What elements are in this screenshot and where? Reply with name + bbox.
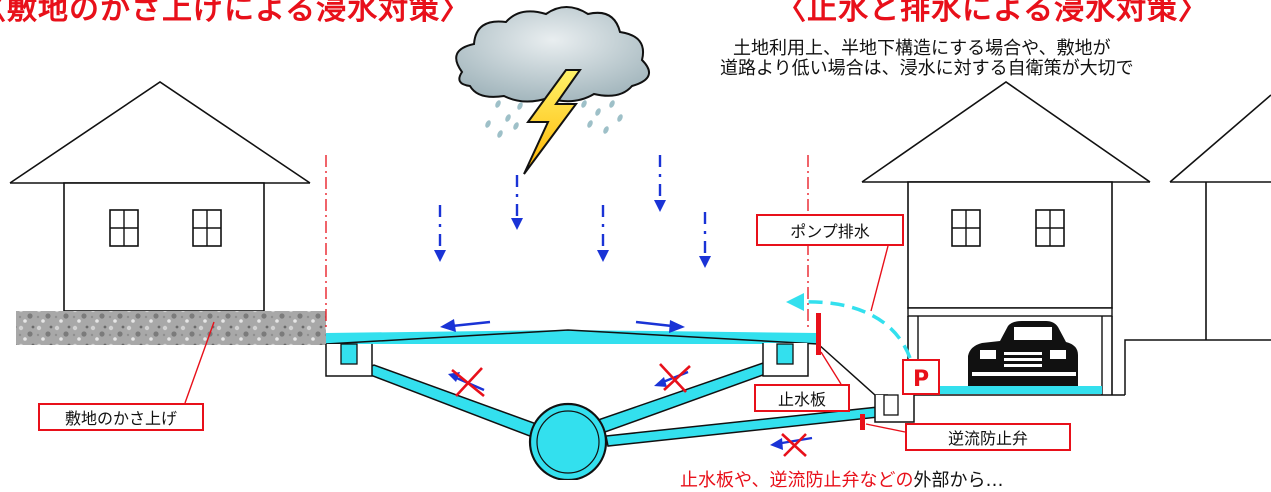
- window-icon: [1035, 209, 1065, 247]
- label-barrier: 止水板: [754, 384, 850, 412]
- rain-arrow-icon: [654, 155, 666, 212]
- bottom-note-rest: 外部から…: [913, 470, 1004, 491]
- cross-mark-icon: [654, 363, 691, 393]
- rain-arrow-icon: [699, 212, 711, 268]
- note-line-1: 土地利用上、半地下構造にする場合や、敷地が: [733, 38, 1111, 59]
- callout-lines: [184, 245, 906, 433]
- garage-water: [918, 386, 1102, 394]
- note-line-2: 道路より低い場合は、浸水に対する自衛策が大切で: [720, 58, 1134, 79]
- label-valve: 逆流防止弁: [905, 423, 1071, 451]
- flow-arrow-left: [440, 319, 491, 332]
- bottom-note: 止水板や、逆流防止弁などの外部から…: [680, 466, 1003, 492]
- cross-mark-icon: [770, 433, 813, 457]
- window-icon: [109, 209, 139, 247]
- window-icon: [192, 209, 222, 247]
- sewer-pipes: [358, 359, 889, 480]
- cross-mark-icon: [448, 367, 485, 398]
- flow-arrow-right: [635, 320, 685, 333]
- label-raise: 敷地のかさ上げ: [38, 403, 204, 431]
- water-barrier-icon: [816, 313, 821, 355]
- raised-ground: [16, 311, 326, 345]
- car-icon: [968, 321, 1078, 386]
- rain-arrow-icon: [511, 175, 523, 230]
- neighbor-house: [1124, 94, 1271, 395]
- right-house: [861, 81, 1151, 396]
- title-right: 〈止水と排水による浸水対策〉: [776, 0, 1210, 27]
- left-house: [9, 81, 311, 312]
- pump-box: [902, 359, 940, 395]
- bottom-note-red: 止水板や、逆流防止弁などの: [680, 470, 914, 491]
- rain-arrow-icon: [597, 205, 609, 262]
- rain-arrow-icon: [434, 205, 446, 262]
- pump-arrowhead: [786, 293, 804, 311]
- pump-mark: P: [913, 367, 929, 392]
- pump-discharge-arrow: [799, 300, 912, 359]
- catch-basin-center: [762, 343, 809, 377]
- catch-basin-left: [325, 343, 373, 377]
- title-left: 〈敷地のかさ上げによる浸水対策〉: [0, 0, 472, 27]
- label-pump: ポンプ排水: [756, 214, 904, 246]
- diagram-canvas: P: [9, 6, 1271, 480]
- road: [325, 329, 819, 345]
- rain-arrows: [434, 155, 711, 268]
- rain-drops-icon: [485, 100, 623, 138]
- window-icon: [951, 209, 981, 247]
- lightning-icon: [523, 69, 582, 175]
- thundercloud-icon: [455, 6, 651, 103]
- drain-pit: [874, 394, 915, 423]
- backflow-valve-icon: [860, 414, 865, 430]
